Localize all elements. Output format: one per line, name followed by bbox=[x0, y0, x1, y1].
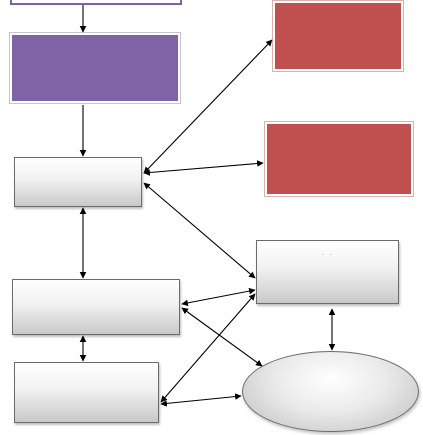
red-box-mid bbox=[265, 122, 413, 196]
edge-center-to-red-top bbox=[143, 39, 273, 174]
left-mid-box bbox=[12, 279, 180, 335]
red-box-top bbox=[273, 1, 403, 71]
edge-center-to-right-gray bbox=[143, 182, 256, 279]
ellipse-node bbox=[242, 351, 419, 432]
right-box-label: . . bbox=[321, 251, 333, 257]
edge-center-to-red-mid bbox=[143, 160, 264, 176]
edge-left-bottom-to-ellipse bbox=[160, 393, 242, 407]
edge-right-gray-to-left-bottom bbox=[160, 293, 256, 403]
right-gray-box: . . bbox=[256, 240, 399, 304]
top-box bbox=[10, 0, 182, 5]
center-left-box bbox=[14, 157, 142, 207]
edge-left-mid-to-ellipse bbox=[181, 307, 263, 367]
edge-left-mid-to-right-gray bbox=[181, 287, 256, 307]
left-bottom-box bbox=[14, 362, 159, 423]
